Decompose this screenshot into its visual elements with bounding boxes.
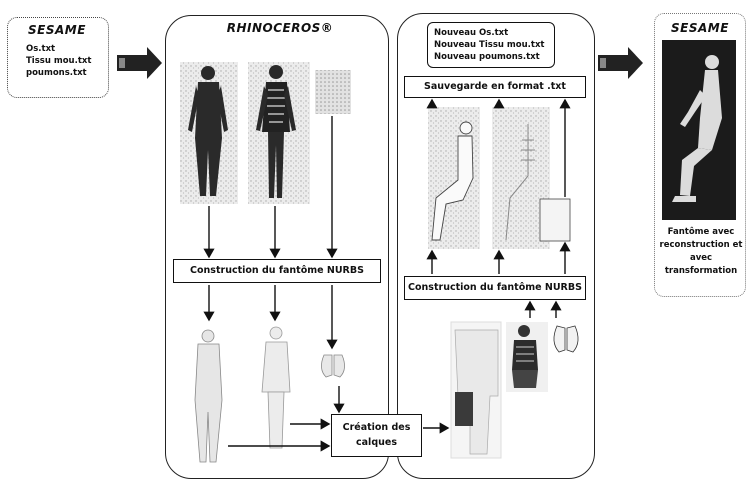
seated-lungs-image-tile (540, 199, 570, 241)
big-arrow-input (117, 47, 162, 79)
lungs-image-tile (315, 70, 351, 114)
nurbs-skin-figure (195, 330, 222, 462)
seated-nurbs-lungs-figure (554, 326, 578, 352)
big-arrow-output (598, 47, 643, 79)
nurbs-skeleton-figure (262, 327, 290, 448)
output-phantom-image (662, 40, 736, 220)
nurbs-lungs-figure (321, 355, 344, 377)
